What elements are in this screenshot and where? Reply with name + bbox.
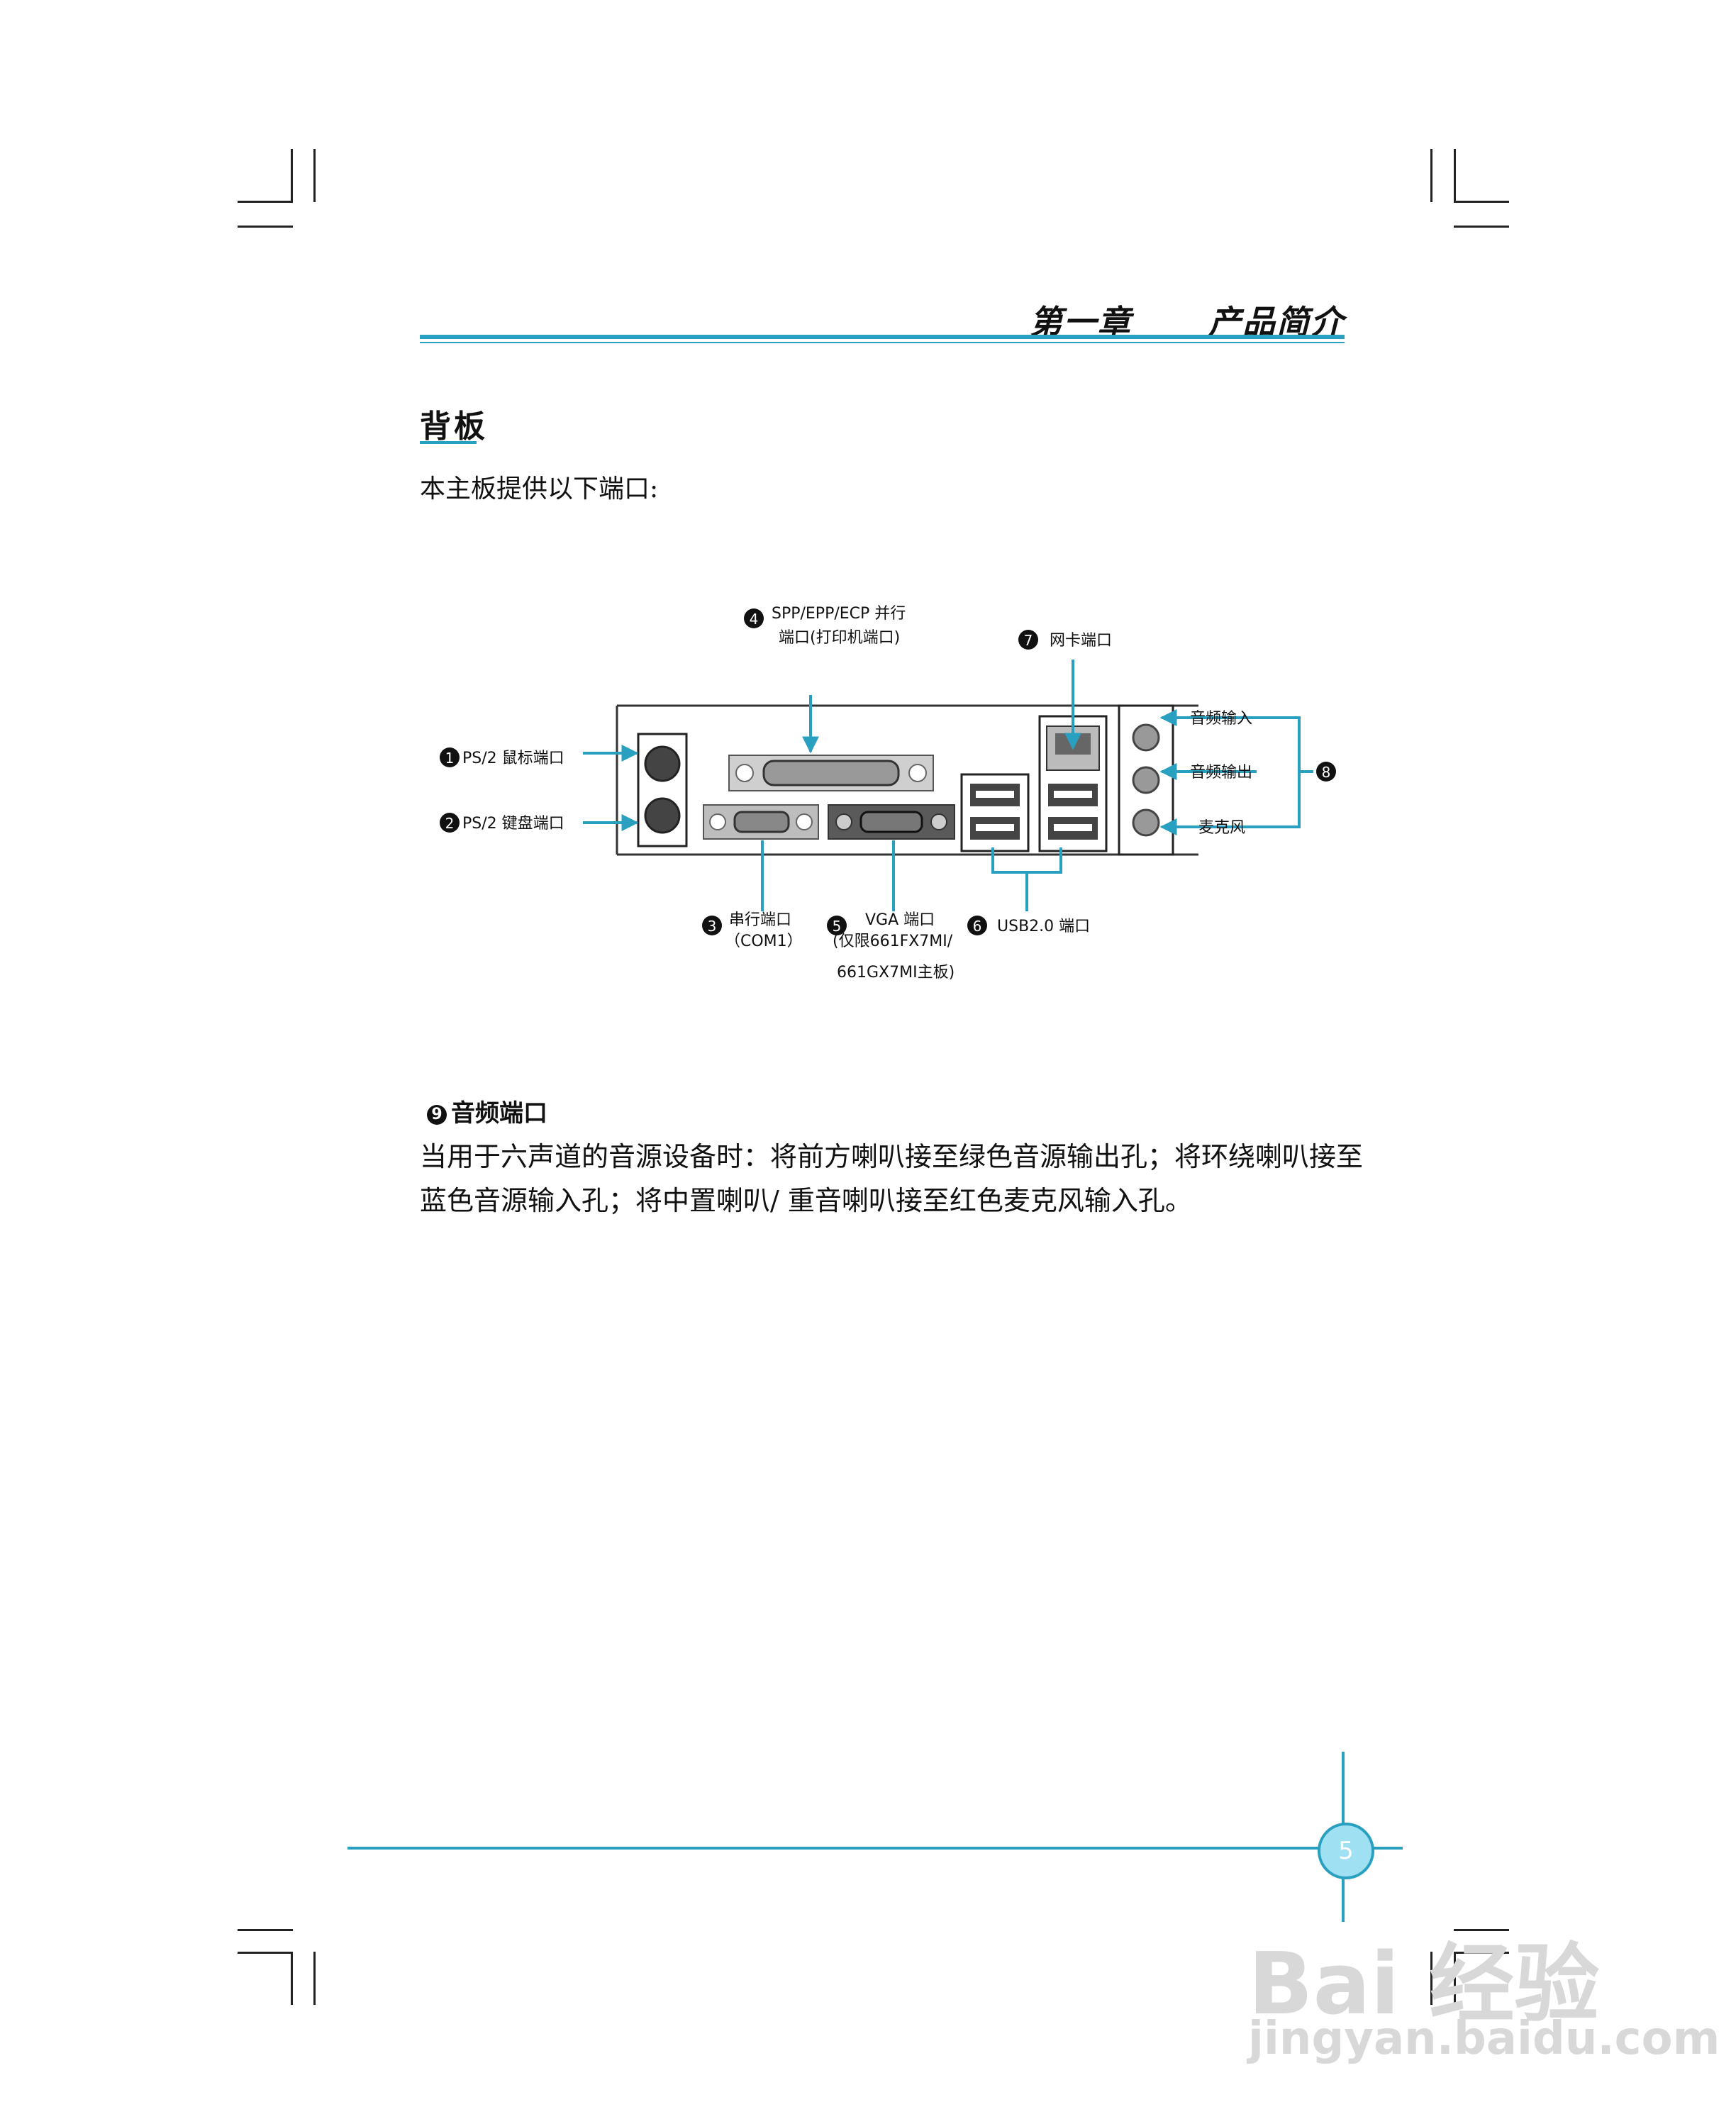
callout-5-line2: (仅限661FX7MI/ <box>833 933 953 950</box>
callout-4-line1: SPP/EPP/ECP 并行 <box>772 605 906 623</box>
crop-mark <box>1430 1952 1432 2005</box>
crop-mark <box>313 149 316 202</box>
callout-4-line2: 端口(打印机端口) <box>779 629 900 647</box>
callout-5-line3: 661GX7MI主板) <box>837 964 955 982</box>
audio-title: 音频端口 <box>451 1099 547 1128</box>
callout-5-badge <box>827 916 847 935</box>
callout-9-badge: 9 <box>427 1104 447 1125</box>
crop-mark <box>1454 1929 1509 1931</box>
audio-out-label: 音频输出 <box>1190 764 1252 782</box>
crop-mark <box>1430 149 1432 202</box>
section-underline <box>420 441 477 444</box>
crop-mark <box>313 1952 316 2005</box>
callout-8-number: 8 <box>1322 764 1331 781</box>
footer-rule <box>347 1847 1403 1850</box>
audio-paragraph-line2: 蓝色音源输入孔；将中置喇叭/ 重音喇叭接至红色麦克风输入孔。 <box>420 1185 1192 1216</box>
callout-3-number: 3 <box>708 918 717 935</box>
vga-port <box>828 804 955 840</box>
usb-ports-left <box>960 773 1030 852</box>
crop-mark <box>1454 201 1509 203</box>
crop-mark <box>1454 1952 1509 1954</box>
parallel-port <box>728 755 934 791</box>
crop-mark <box>238 1929 293 1931</box>
crop-mark <box>238 226 293 228</box>
callout-3-badge <box>702 916 722 935</box>
callout-2-number: 2 <box>445 815 455 832</box>
callout-5-number: 5 <box>833 918 842 935</box>
header-rule-thin <box>420 342 1345 343</box>
crop-mark <box>1454 1952 1456 2005</box>
callout-5-line1: VGA 端口 <box>865 911 935 929</box>
callout-2-label: PS/2 键盘端口 <box>462 815 564 833</box>
crop-mark <box>291 149 293 202</box>
callout-6-number: 6 <box>973 918 982 935</box>
crop-mark <box>1454 149 1456 202</box>
crop-mark <box>291 1952 293 2005</box>
crop-mark <box>1454 226 1509 228</box>
page-number: 5 <box>1318 1823 1374 1879</box>
crop-mark <box>238 1952 293 1954</box>
leader-lines <box>583 660 1313 911</box>
callout-4-badge <box>744 608 764 628</box>
audio-jacks <box>1118 704 1174 856</box>
callout-6-label: USB2.0 端口 <box>997 918 1090 935</box>
audio-in-label: 音频输入 <box>1190 710 1252 728</box>
intro-text: 本主板提供以下端口: <box>420 474 659 504</box>
crop-mark <box>238 201 293 203</box>
callout-4-number: 4 <box>750 611 759 628</box>
ps2-ports <box>637 733 688 847</box>
callout-8-badge <box>1316 762 1336 782</box>
serial-port <box>703 804 819 840</box>
callout-7-number: 7 <box>1024 632 1033 649</box>
audio-paragraph-line1: 当用于六声道的音源设备时：将前方喇叭接至绿色音源输出孔；将环绕喇叭接至 <box>420 1141 1364 1172</box>
section-title: 背板 <box>420 408 488 445</box>
callout-2-badge <box>440 813 460 833</box>
callout-1-label: PS/2 鼠标端口 <box>462 750 564 767</box>
watermark-logo: Bai 经验 <box>1248 1935 1600 2034</box>
callout-6-badge <box>967 916 987 935</box>
callout-7-badge <box>1018 630 1038 650</box>
callout-1-badge <box>440 747 460 767</box>
callout-3-line1: 串行端口 <box>729 911 791 929</box>
mic-label: 麦克风 <box>1198 819 1245 837</box>
watermark-url: jingyan.baidu.com <box>1248 2013 1720 2065</box>
back-panel-diagram: 1 PS/2 鼠标端口 2 PS/2 键盘端口 3 串行端口 （COM1） 4 … <box>440 605 1336 982</box>
header-rule <box>420 335 1345 339</box>
io-panel <box>616 704 1198 856</box>
callout-7-label: 网卡端口 <box>1050 632 1112 650</box>
callout-3-line2: （COM1） <box>725 933 803 950</box>
callout-1-number: 1 <box>445 750 455 767</box>
